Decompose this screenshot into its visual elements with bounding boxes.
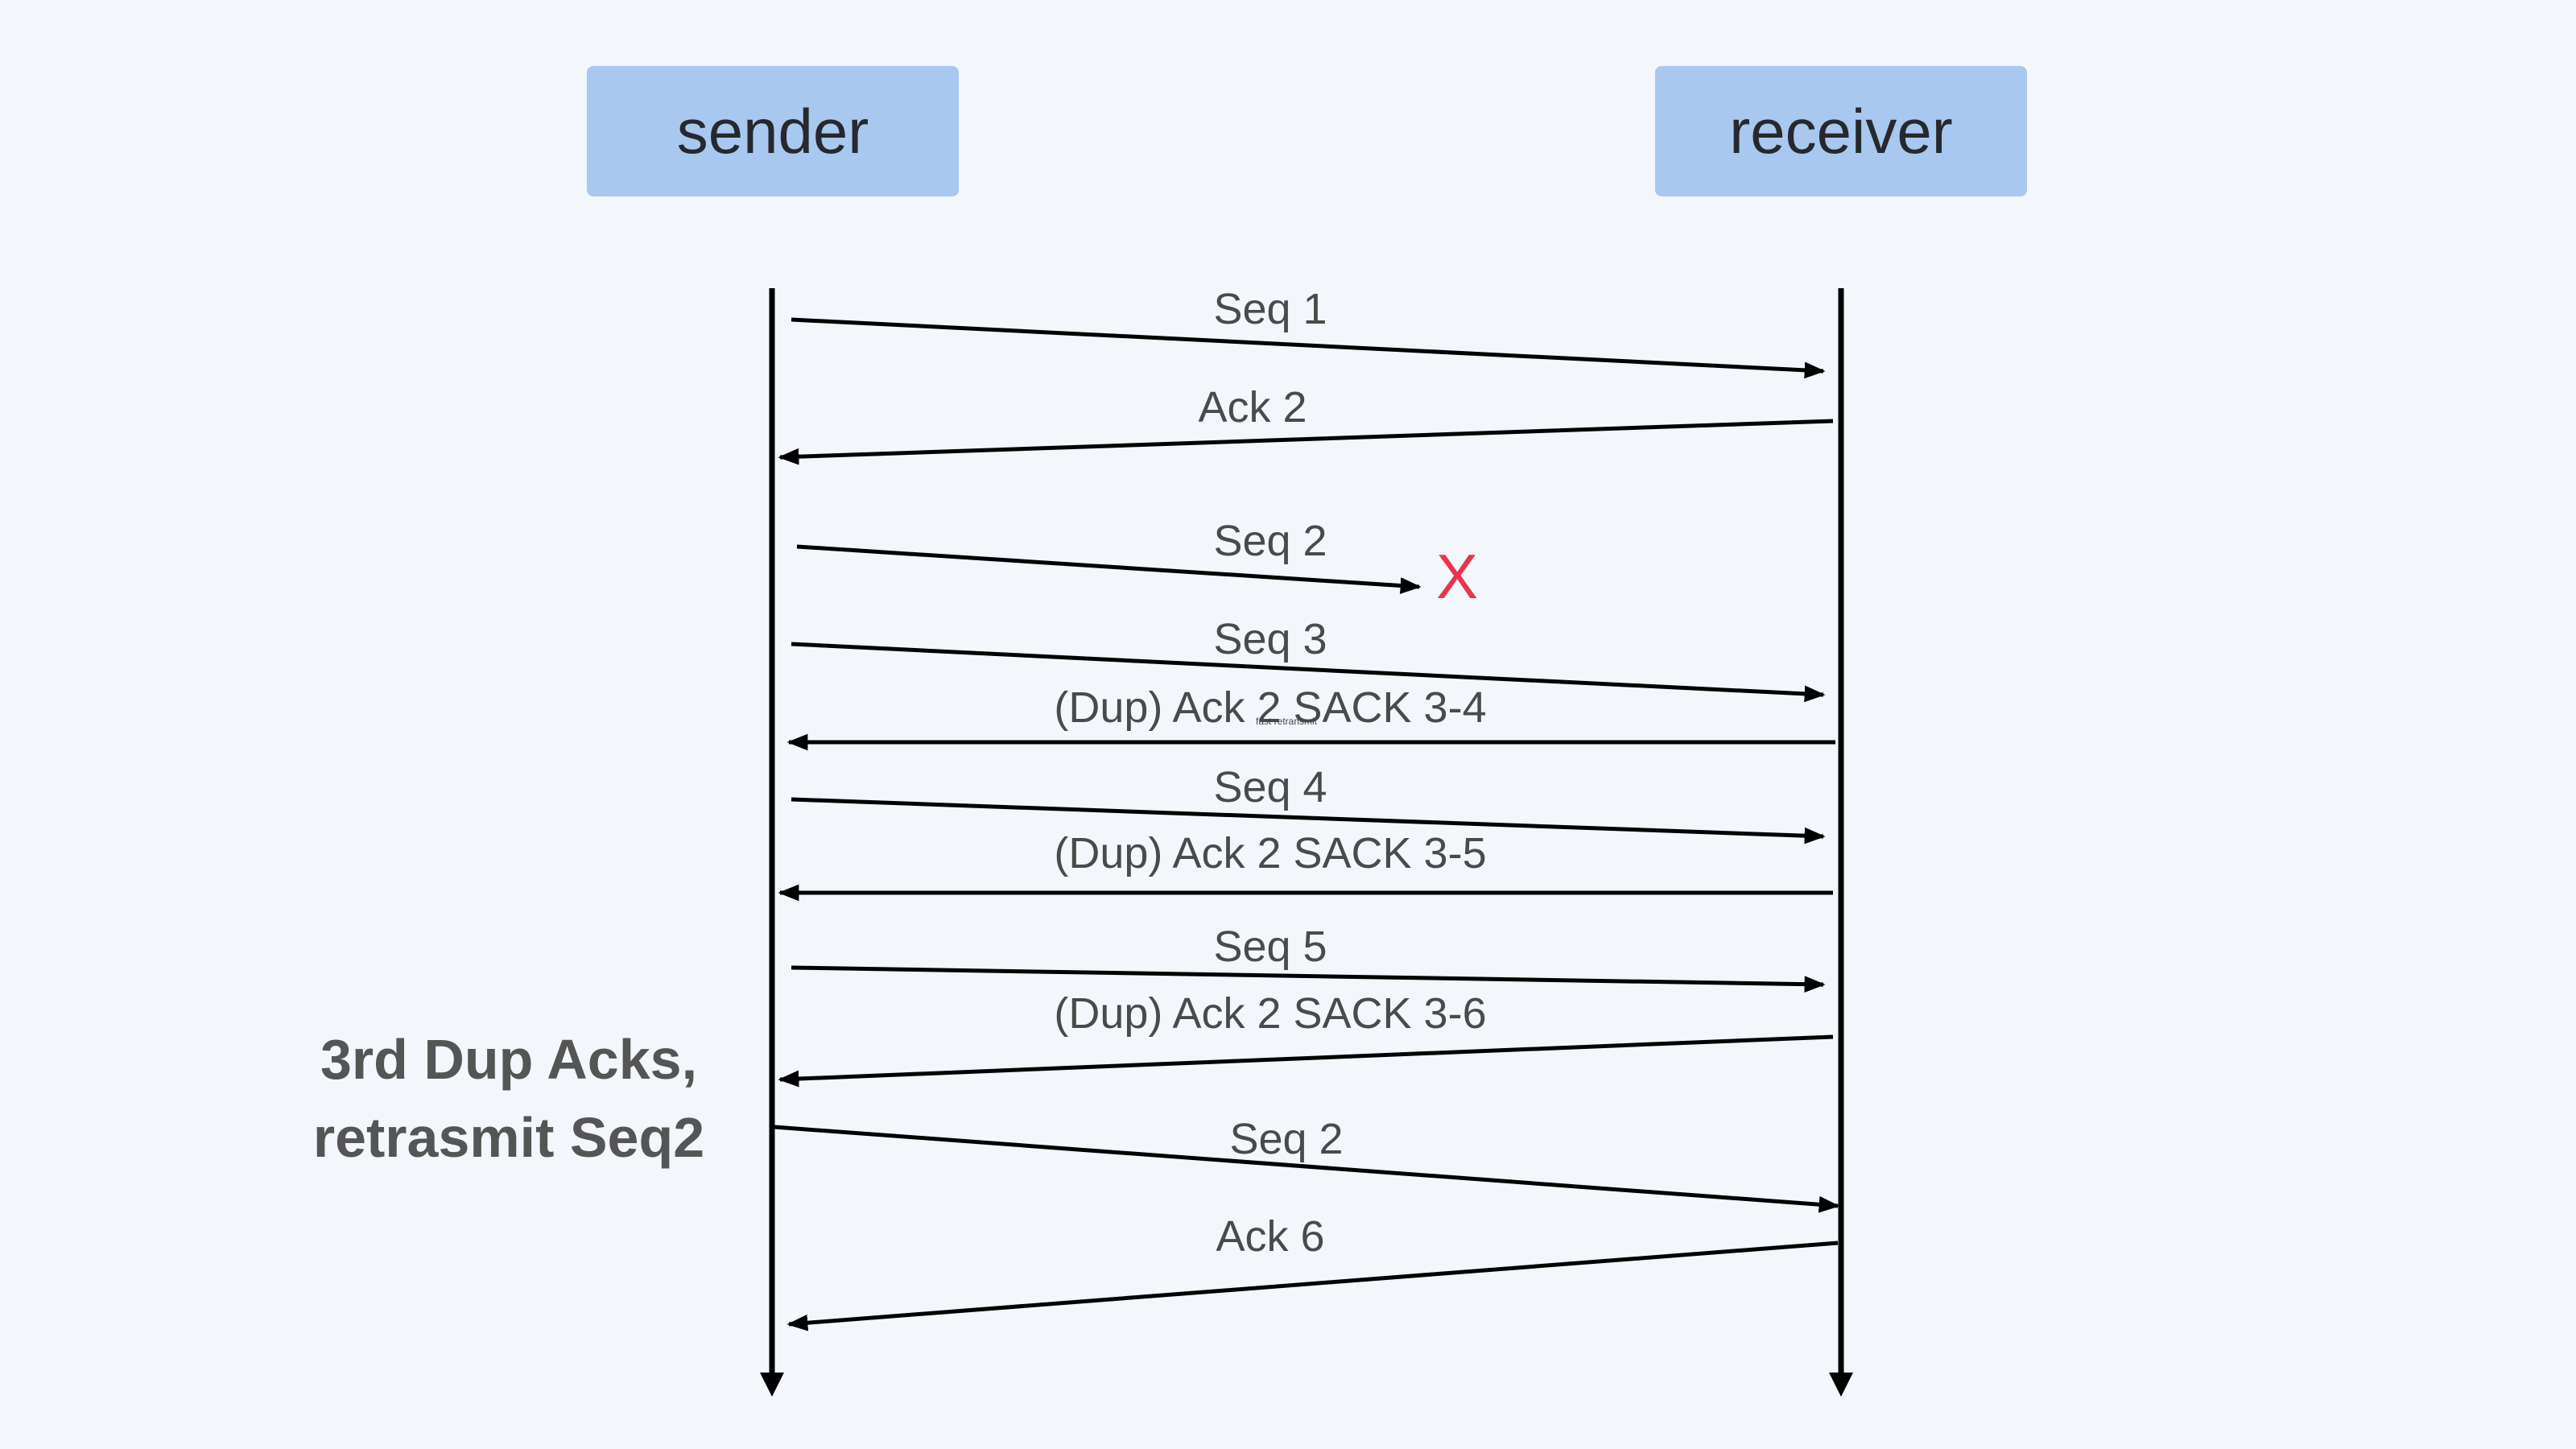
message-ack2: Ack 2 bbox=[778, 383, 1834, 465]
retransmit-note-line1: 3rd Dup Acks, bbox=[320, 1028, 697, 1091]
message-seq2-lost-label: Seq 2 bbox=[1213, 517, 1327, 565]
message-seq3-label: Seq 3 bbox=[1213, 615, 1327, 663]
message-dup-ack-sack-3-5-label: (Dup) Ack 2 SACK 3-5 bbox=[1054, 829, 1486, 877]
message-ack6: Ack 6 bbox=[786, 1212, 1839, 1331]
message-dup-ack-sack-3-5: (Dup) Ack 2 SACK 3-5 bbox=[778, 829, 1833, 902]
message-seq2-lost-arrow bbox=[796, 544, 1422, 594]
message-seq1-label: Seq 1 bbox=[1213, 285, 1327, 333]
message-seq2-lost: Seq 2 X bbox=[796, 517, 1478, 612]
message-seq1-arrow bbox=[791, 317, 1826, 379]
message-seq3: Seq 3 bbox=[791, 615, 1826, 703]
message-seq2-retransmit-label: Seq 2 bbox=[1229, 1115, 1343, 1163]
message-seq4-arrow bbox=[791, 797, 1826, 844]
message-dup-ack-sack-3-4-label: (Dup) Ack 2 SACK 3-4 bbox=[1054, 683, 1486, 732]
message-seq3-arrow bbox=[791, 642, 1826, 703]
receiver-label: receiver bbox=[1729, 95, 1953, 167]
message-ack2-label: Ack 2 bbox=[1198, 383, 1307, 431]
message-ack2-arrow bbox=[778, 419, 1834, 465]
retransmit-note-line2: retrasmit Seq2 bbox=[313, 1106, 704, 1169]
message-seq5-arrow bbox=[791, 965, 1826, 993]
message-ack6-label: Ack 6 bbox=[1216, 1212, 1324, 1261]
message-seq5-label: Seq 5 bbox=[1213, 923, 1327, 971]
message-dup-ack-sack-3-6-label: (Dup) Ack 2 SACK 3-6 bbox=[1054, 989, 1486, 1038]
message-dup-ack-sack-3-4: (Dup) Ack 2 SACK 3-4 fast retransmit bbox=[786, 683, 1835, 751]
sender-label: sender bbox=[676, 95, 869, 167]
sender-box: sender bbox=[587, 66, 959, 196]
message-dup-ack-sack-3-6-arrow bbox=[778, 1034, 1834, 1088]
message-seq2-retransmit-arrow bbox=[774, 1125, 1840, 1213]
message-seq4-label: Seq 4 bbox=[1213, 763, 1327, 811]
message-seq1: Seq 1 bbox=[791, 285, 1826, 379]
message-seq5: Seq 5 bbox=[791, 923, 1826, 993]
message-seq4: Seq 4 bbox=[791, 763, 1826, 844]
message-dup-ack-sack-3-6: (Dup) Ack 2 SACK 3-6 bbox=[778, 989, 1834, 1088]
receiver-box: receiver bbox=[1655, 66, 2027, 196]
retransmit-note: 3rd Dup Acks, retrasmit Seq2 bbox=[313, 1028, 704, 1169]
overlay-small-text: fast retransmit bbox=[1256, 716, 1318, 727]
message-ack6-arrow bbox=[786, 1241, 1839, 1331]
sender-lifeline-arrowhead bbox=[760, 1373, 784, 1397]
message-seq2-retransmit: Seq 2 bbox=[774, 1115, 1840, 1213]
receiver-lifeline-arrowhead bbox=[1829, 1373, 1853, 1397]
packet-lost-x: X bbox=[1436, 541, 1478, 612]
